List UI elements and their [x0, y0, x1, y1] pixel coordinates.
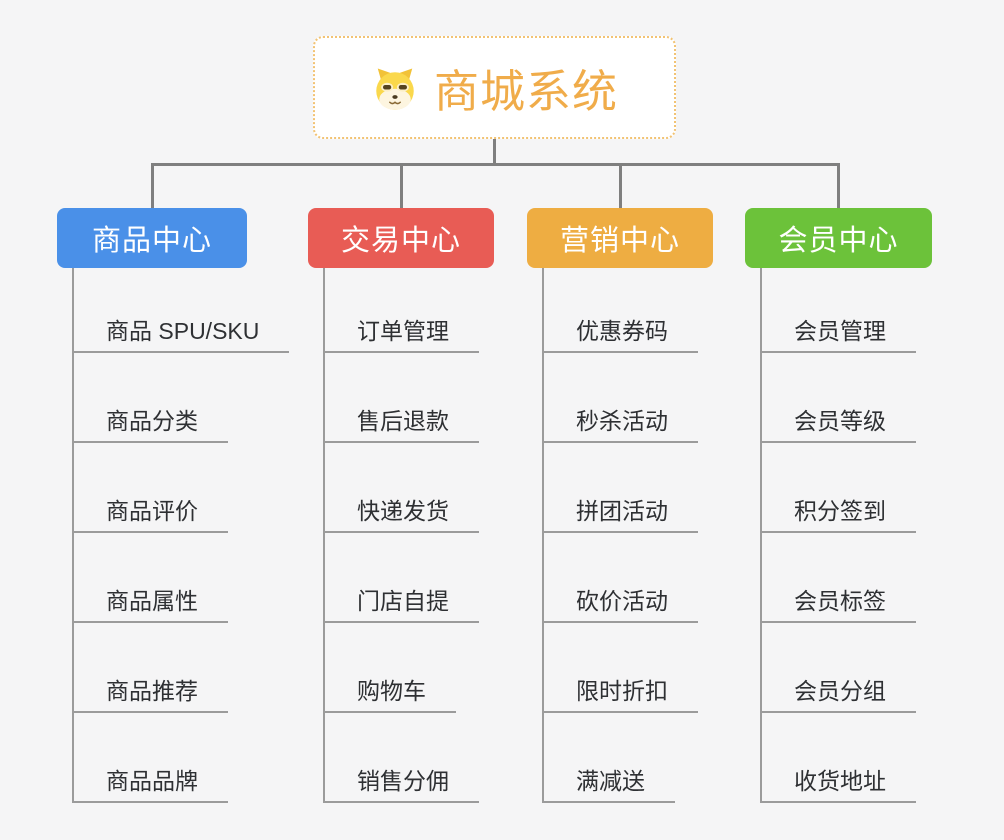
child-label: 秒杀活动 — [576, 408, 668, 434]
child-node[interactable]: 会员标签 — [760, 583, 916, 623]
branch-trunk-line — [760, 268, 762, 803]
branch-label: 商品中心 — [91, 225, 212, 257]
root-title: 商城系统 — [433, 66, 618, 117]
child-node[interactable]: 秒杀活动 — [542, 403, 698, 443]
child-node[interactable]: 订单管理 — [323, 313, 479, 353]
child-label: 售后退款 — [357, 408, 449, 434]
branch-label: 会员中心 — [778, 225, 899, 257]
child-label: 销售分佣 — [357, 768, 449, 794]
child-node[interactable]: 门店自提 — [323, 583, 479, 623]
child-label: 商品品牌 — [106, 768, 198, 794]
branch-label: 营销中心 — [559, 225, 680, 257]
branch-drop-line — [150, 163, 154, 208]
branch-trunk-line — [72, 268, 74, 803]
child-node[interactable]: 满减送 — [542, 763, 675, 803]
branch-node-1[interactable]: 商品中心 — [57, 208, 247, 268]
child-node[interactable]: 商品推荐 — [72, 673, 228, 713]
child-label: 砍价活动 — [576, 588, 668, 614]
child-node[interactable]: 快递发货 — [323, 493, 479, 533]
child-node[interactable]: 会员分组 — [760, 673, 916, 713]
child-node[interactable]: 商品分类 — [72, 403, 228, 443]
child-node[interactable]: 商品属性 — [72, 583, 228, 623]
branch-drop-line — [618, 163, 622, 208]
child-label: 商品属性 — [106, 588, 198, 614]
branch-bus-line — [150, 163, 840, 166]
child-label: 优惠券码 — [576, 318, 668, 344]
root-stub-line — [493, 139, 496, 163]
branch-node-2[interactable]: 交易中心 — [308, 208, 494, 268]
child-label: 会员标签 — [794, 588, 886, 614]
child-label: 购物车 — [357, 678, 426, 704]
child-node[interactable]: 购物车 — [323, 673, 456, 713]
child-label: 订单管理 — [357, 318, 449, 344]
child-label: 门店自提 — [357, 588, 449, 614]
child-label: 会员等级 — [794, 408, 886, 434]
child-node[interactable]: 售后退款 — [323, 403, 479, 443]
branch-trunk-line — [542, 268, 544, 803]
child-node[interactable]: 优惠券码 — [542, 313, 698, 353]
child-node[interactable]: 销售分佣 — [323, 763, 479, 803]
child-node[interactable]: 会员等级 — [760, 403, 916, 443]
branch-node-3[interactable]: 营销中心 — [527, 208, 713, 268]
dog-face-icon — [371, 64, 419, 112]
child-node[interactable]: 限时折扣 — [542, 673, 698, 713]
child-label: 会员管理 — [794, 318, 886, 344]
branch-drop-line — [837, 163, 840, 208]
child-node[interactable]: 拼团活动 — [542, 493, 698, 533]
child-node[interactable]: 商品评价 — [72, 493, 228, 533]
child-label: 会员分组 — [794, 678, 886, 704]
child-node[interactable]: 商品品牌 — [72, 763, 228, 803]
child-node[interactable]: 砍价活动 — [542, 583, 698, 623]
child-node[interactable]: 会员管理 — [760, 313, 916, 353]
branch-label: 交易中心 — [340, 225, 461, 257]
branch-drop-line — [399, 163, 403, 208]
child-label: 商品 SPU/SKU — [106, 318, 260, 344]
branch-trunk-line — [323, 268, 325, 803]
child-label: 快递发货 — [357, 498, 449, 524]
child-label: 商品推荐 — [106, 678, 198, 704]
child-label: 收货地址 — [794, 768, 886, 794]
child-label: 商品评价 — [106, 498, 198, 524]
branch-node-4[interactable]: 会员中心 — [745, 208, 932, 268]
root-node[interactable]: 商城系统 — [313, 36, 676, 139]
child-label: 满减送 — [576, 768, 645, 794]
child-label: 限时折扣 — [576, 678, 668, 704]
child-node[interactable]: 积分签到 — [760, 493, 916, 533]
child-label: 拼团活动 — [576, 498, 668, 524]
child-label: 商品分类 — [106, 408, 198, 434]
child-node[interactable]: 商品 SPU/SKU — [72, 313, 290, 353]
child-label: 积分签到 — [794, 498, 886, 524]
child-node[interactable]: 收货地址 — [760, 763, 916, 803]
